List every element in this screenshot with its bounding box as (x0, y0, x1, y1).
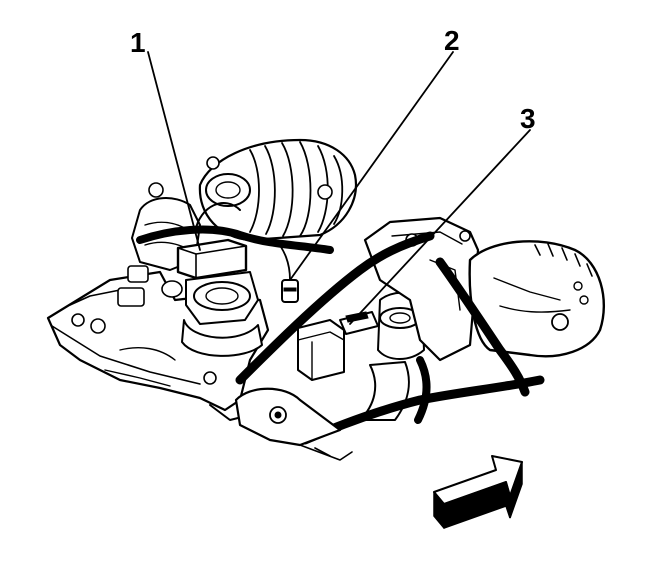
alternator (468, 240, 605, 358)
leader-line-1 (147, 51, 201, 251)
callout-3: 3 (520, 103, 536, 134)
callout-2: 2 (444, 25, 460, 56)
callout-1: 1 (130, 27, 146, 58)
leader-line-2 (289, 51, 454, 281)
throttle-body (148, 138, 358, 242)
forward-arrow-icon (433, 455, 523, 529)
leader-line-3 (349, 129, 531, 325)
leader-lines (147, 51, 531, 325)
component-2-sensor (275, 239, 299, 303)
front-bracket (234, 387, 353, 461)
component-1-module (176, 238, 263, 357)
wiring-harness (136, 202, 545, 445)
distributor-assembly (297, 291, 425, 421)
